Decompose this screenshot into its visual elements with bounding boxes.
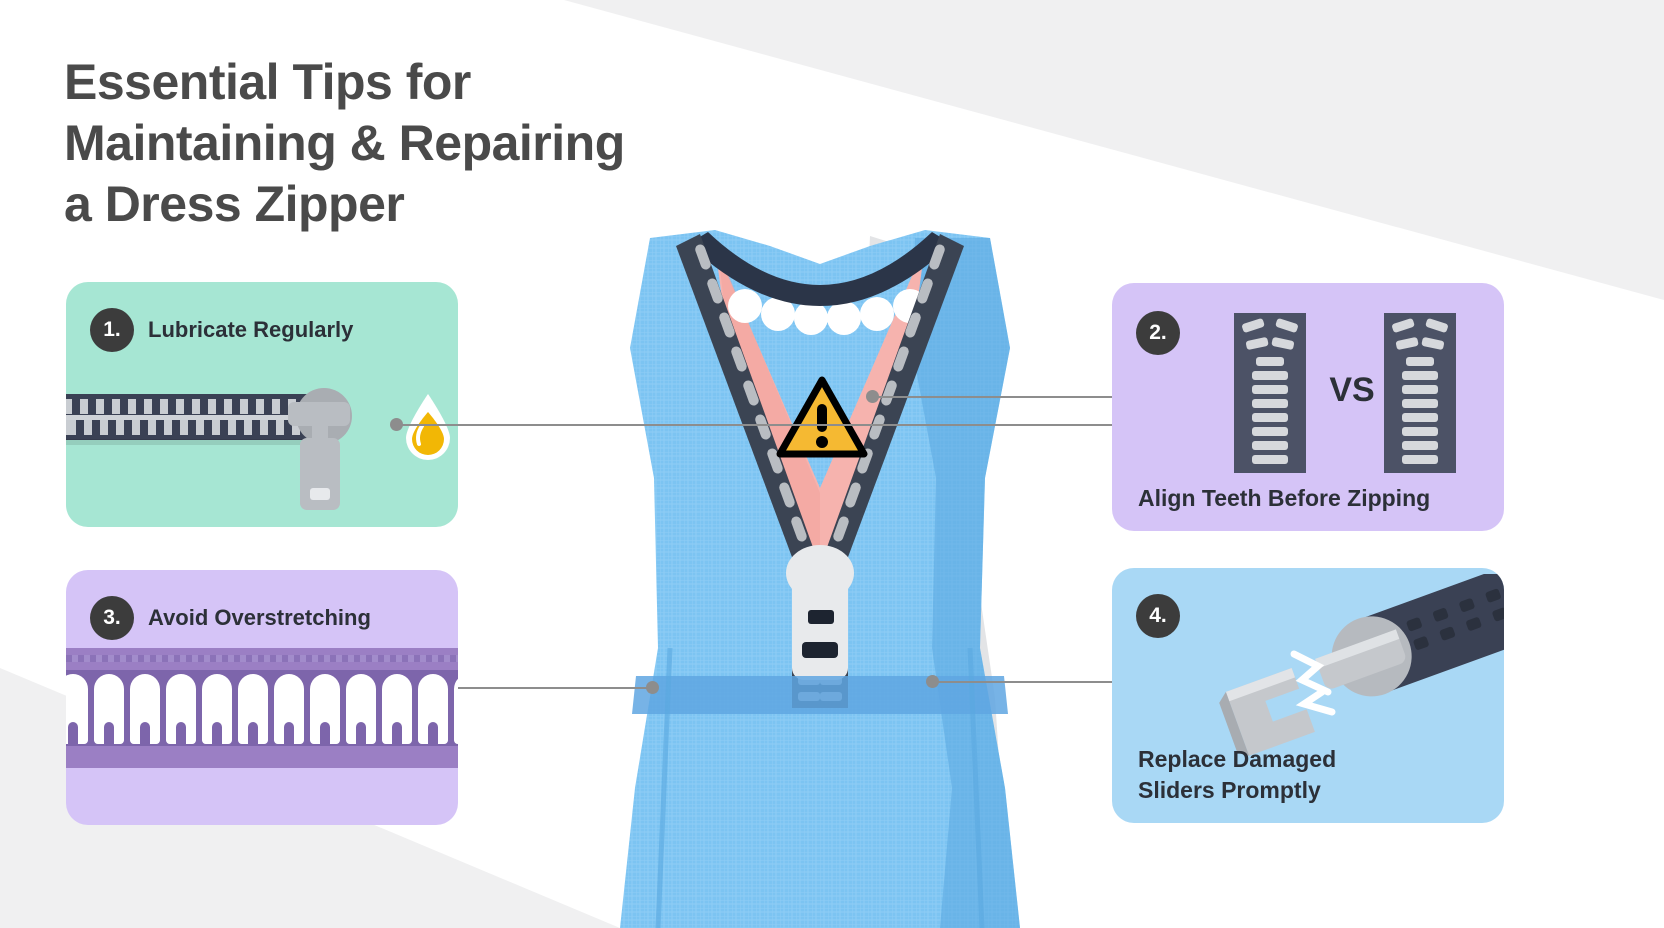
tip-card-1-label: Lubricate Regularly (148, 317, 354, 342)
tip-card-4-badge: 4. (1136, 594, 1180, 638)
tip-card-3-badge: 3. (90, 596, 134, 640)
dress-svg (620, 230, 1020, 928)
tip-card-4-caption-line-2: Sliders Promptly (1138, 776, 1321, 803)
tip-card-3-label: Avoid Overstretching (148, 605, 371, 630)
stitch-line-top (66, 655, 458, 662)
connector-line-tip-3 (458, 687, 654, 689)
tip-card-2-badge: 2. (1136, 311, 1180, 355)
horizontal-zipper-icon (66, 394, 310, 445)
connector-dot-tip-3 (646, 681, 659, 694)
stretched-teeth-row (66, 674, 458, 744)
dress-neckline (688, 232, 952, 306)
page-title-line-2: Maintaining & Repairing (64, 115, 625, 171)
zipper-teeth-left (695, 244, 819, 576)
tip-card-3-header: 3. Avoid Overstretching (90, 596, 371, 640)
tip-card-avoid-overstretching[interactable]: 3. Avoid Overstretching (66, 570, 458, 825)
tip-card-4-caption-line-1: Replace Damaged (1138, 746, 1337, 773)
tip-card-2-header: 2. (1136, 311, 1180, 355)
dress-waistband (632, 676, 1008, 714)
tip-card-1-header: 1. Lubricate Regularly (90, 308, 353, 352)
vertical-zipper-misaligned-icon (1234, 313, 1306, 473)
tip-card-4-header: 4. (1136, 594, 1180, 638)
zipper-slider (786, 545, 854, 680)
vs-label: VS (1329, 371, 1375, 409)
connector-dot-tip-2 (866, 390, 879, 403)
dress-right-shade (912, 238, 1020, 928)
tip-card-1-badge: 1. (90, 308, 134, 352)
tip-card-replace-sliders[interactable]: 4. (1112, 568, 1504, 823)
connector-dot-tip-4 (926, 675, 939, 688)
connector-line-tip-1 (396, 424, 1112, 426)
zipper-shadow (66, 439, 310, 445)
page-title-line-1: Essential Tips for (64, 54, 471, 110)
zipper-teeth-bottom (66, 420, 306, 435)
page-title-line-3: a Dress Zipper (64, 176, 405, 232)
tip-card-2-caption: Align Teeth Before Zipping (1138, 484, 1431, 511)
tape-bottom (66, 746, 458, 768)
crack-lines (1290, 650, 1336, 716)
overstretched-teeth-icon (66, 648, 458, 768)
page-title: Essential Tips for Maintaining & Repairi… (64, 52, 744, 235)
connector-line-tip-4 (932, 681, 1112, 683)
zipper-slider-icon (288, 380, 352, 510)
zipper-center-line (66, 415, 310, 420)
zipper-tape-left (676, 234, 832, 600)
zipper-teeth-top (66, 399, 306, 414)
tip-card-lubricate[interactable]: 1. Lubricate Regularly (66, 282, 458, 527)
tip-card-4-caption: Replace Damaged Sliders Promptly (1138, 744, 1336, 805)
connector-line-tip-2 (872, 396, 1112, 398)
tip-card-align-teeth[interactable]: 2. (1112, 283, 1504, 531)
dress-seam-left (655, 647, 673, 928)
dress-illustration (540, 228, 1100, 928)
slider-pull-hole (310, 488, 330, 500)
vertical-zipper-aligned-icon (1384, 313, 1456, 473)
oil-droplet-icon (402, 392, 454, 462)
zipper-tape-right (808, 234, 964, 600)
broken-slider-icon (1172, 568, 1504, 764)
connector-dot-tip-1 (390, 418, 403, 431)
